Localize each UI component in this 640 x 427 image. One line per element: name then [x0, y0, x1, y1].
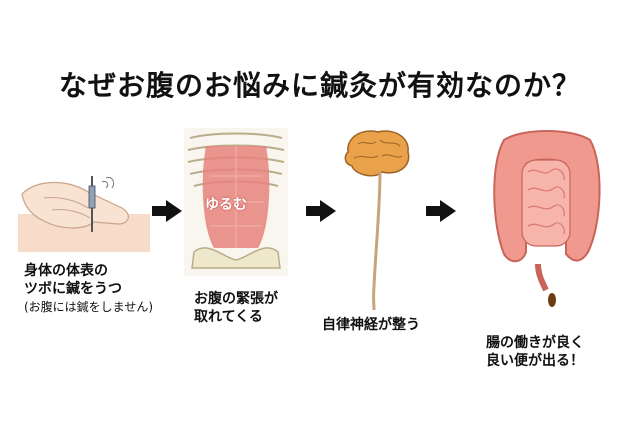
step-4-line2: 良い便が出る！	[486, 353, 584, 369]
relax-overlay-label: ゆるむ	[205, 197, 247, 213]
step-3-caption: 自律神経が整う	[322, 316, 420, 334]
step-3-line1: 自律神経が整う	[322, 317, 420, 333]
intestine-icon	[493, 130, 601, 307]
step-1-note: (お腹には鍼をしません)	[24, 300, 154, 314]
hand-acupuncture-icon	[18, 176, 150, 252]
step-1-line1: 身体の体表の	[24, 263, 108, 279]
page-title: なぜお腹のお悩みに鍼灸が有効なのか？	[58, 69, 581, 102]
step-4-caption: 腸の働きが良く 良い便が出る！	[486, 334, 584, 370]
step-1-caption: 身体の体表の ツボに鍼をうつ (お腹には鍼をしません)	[24, 262, 153, 316]
abdomen-muscle-icon	[184, 128, 288, 276]
step-2-line2: 取れてくる	[194, 309, 263, 325]
step-1-line2: ツボに鍼をうつ	[24, 281, 122, 297]
step-2-caption: お腹の緊張が 取れてくる	[194, 290, 278, 326]
arrow-right-icon	[306, 200, 336, 222]
step-2-line1: お腹の緊張が	[194, 291, 278, 307]
brain-spinal-icon	[344, 130, 410, 311]
arrow-right-icon	[152, 200, 182, 222]
step-4-line1: 腸の働きが良く	[486, 335, 584, 351]
arrow-right-icon	[426, 200, 456, 222]
